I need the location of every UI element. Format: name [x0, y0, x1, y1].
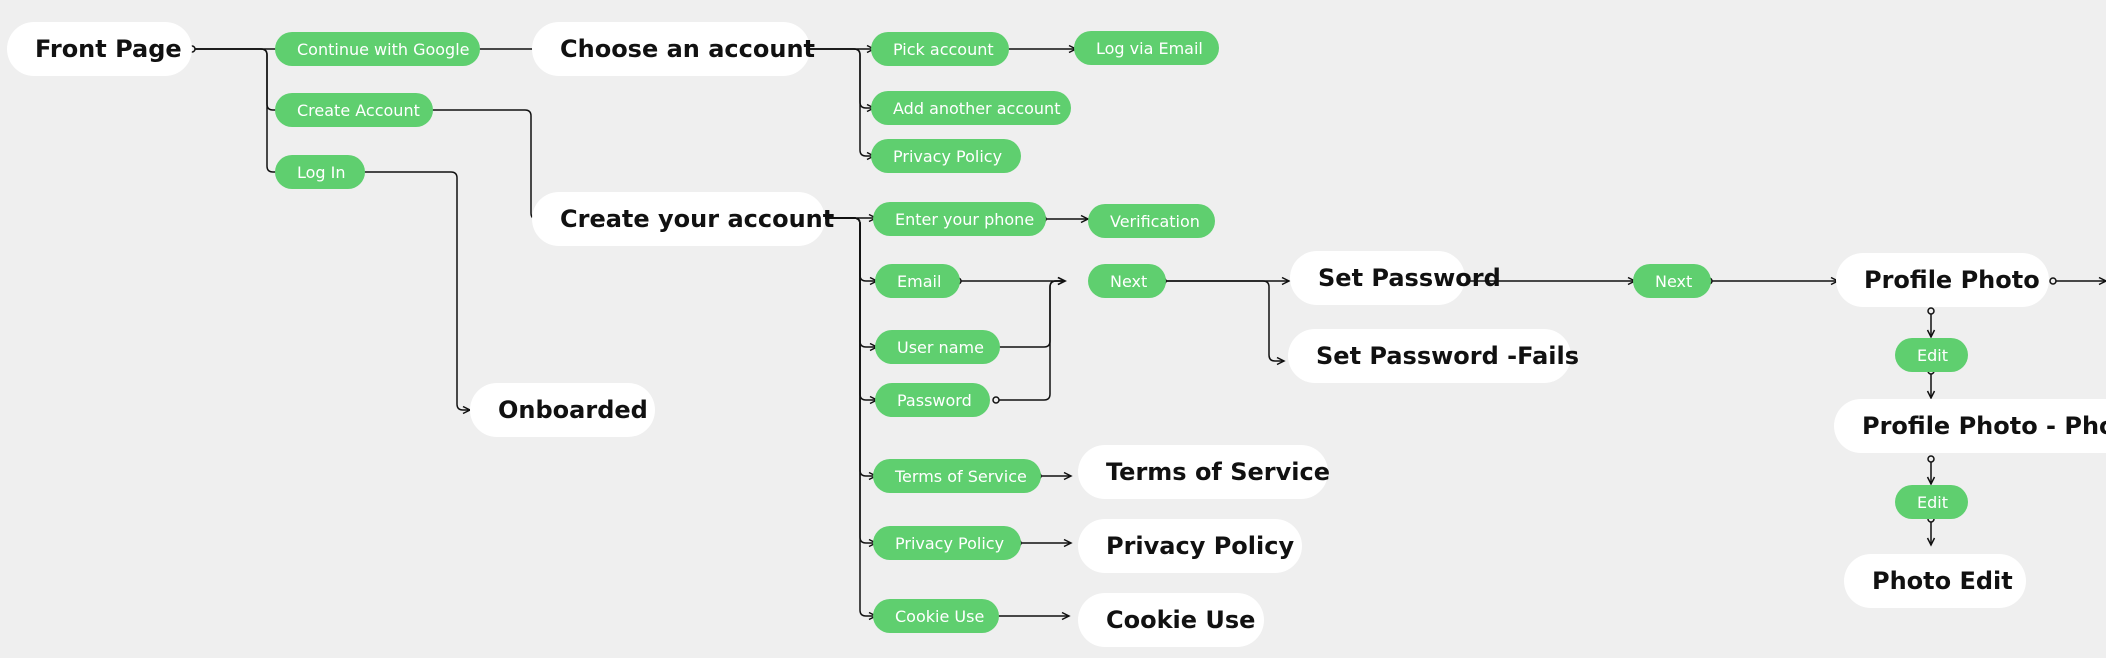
arrow-head-icon [1063, 471, 1073, 481]
action-email[interactable]: Email [875, 264, 960, 298]
action-pick-account[interactable]: Pick account [871, 32, 1009, 66]
screen-choose-account[interactable]: Choose an account [532, 22, 815, 76]
screen-create-account[interactable]: Create your account [532, 192, 834, 246]
edge-login-onboarded [352, 171, 470, 411]
edge-choose-add [806, 48, 874, 109]
edge-front-create [192, 48, 283, 111]
arrow-head-icon [1926, 476, 1936, 486]
action-privacy-policy[interactable]: Privacy Policy [871, 139, 1021, 173]
edge-username-next [996, 280, 1065, 348]
arrow-head-icon [1063, 538, 1073, 548]
action-verification[interactable]: Verification [1088, 204, 1215, 238]
screen-photo-edit[interactable]: Photo Edit [1844, 554, 2026, 608]
action-next[interactable]: Next [1633, 264, 1711, 298]
screen-onboarded[interactable]: Onboarded [470, 383, 655, 437]
action-user-name[interactable]: User name [875, 330, 1000, 364]
screen-set-password[interactable]: Set Password [1290, 251, 1501, 305]
arrow-head-icon [2098, 276, 2106, 286]
arrow-head-icon [1057, 276, 1067, 286]
connector-dot-icon [1927, 455, 1935, 463]
edge-create-password [810, 217, 877, 401]
screen-front-page[interactable]: Front Page [7, 22, 192, 76]
action-continue-with-google[interactable]: Continue with Google [275, 32, 480, 66]
connector-dot-icon [2049, 277, 2057, 285]
screen-privacy-policy[interactable]: Privacy Policy [1078, 519, 1302, 573]
action-enter-your-phone[interactable]: Enter your phone [873, 202, 1046, 236]
edge-create-cookie [810, 217, 876, 617]
action-password[interactable]: Password [875, 383, 990, 417]
arrow-head-icon [1926, 537, 1936, 547]
edge-create-privacy [810, 217, 876, 544]
action-cookie-use[interactable]: Cookie Use [873, 599, 999, 633]
action-log-via-email[interactable]: Log via Email [1074, 31, 1219, 65]
screen-cookie-use[interactable]: Cookie Use [1078, 593, 1264, 647]
action-log-in[interactable]: Log In [275, 155, 365, 189]
edge-createacc-create [427, 109, 545, 220]
edge-next-setpasswordfails [1163, 280, 1284, 362]
arrow-head-icon [1926, 329, 1936, 339]
arrow-head-icon [1061, 611, 1071, 621]
action-next[interactable]: Next [1088, 264, 1166, 298]
action-create-account[interactable]: Create Account [275, 93, 433, 127]
edge-choose-privacy [806, 48, 874, 157]
arrow-head-icon [1281, 276, 1291, 286]
screen-terms-of-service[interactable]: Terms of Service [1078, 445, 1330, 499]
connector-dot-icon [992, 396, 1000, 404]
screen-profile-photo[interactable]: Profile Photo [1836, 253, 2049, 307]
arrow-head-icon [1926, 390, 1936, 400]
edge-front-login [192, 48, 283, 173]
action-privacy-policy[interactable]: Privacy Policy [873, 526, 1021, 560]
arrow-head-icon [1276, 356, 1286, 366]
screen-profile-photo-photo[interactable]: Profile Photo - Photo [1834, 399, 2106, 453]
edge-create-username [810, 217, 877, 348]
action-add-another-account[interactable]: Add another account [871, 91, 1071, 125]
action-edit[interactable]: Edit [1895, 485, 1968, 519]
connector-dot-icon [1927, 307, 1935, 315]
screen-set-password-fails[interactable]: Set Password -Fails [1288, 329, 1579, 383]
edge-password-next [996, 280, 1065, 401]
action-terms-of-service[interactable]: Terms of Service [873, 459, 1041, 493]
action-edit[interactable]: Edit [1895, 338, 1968, 372]
